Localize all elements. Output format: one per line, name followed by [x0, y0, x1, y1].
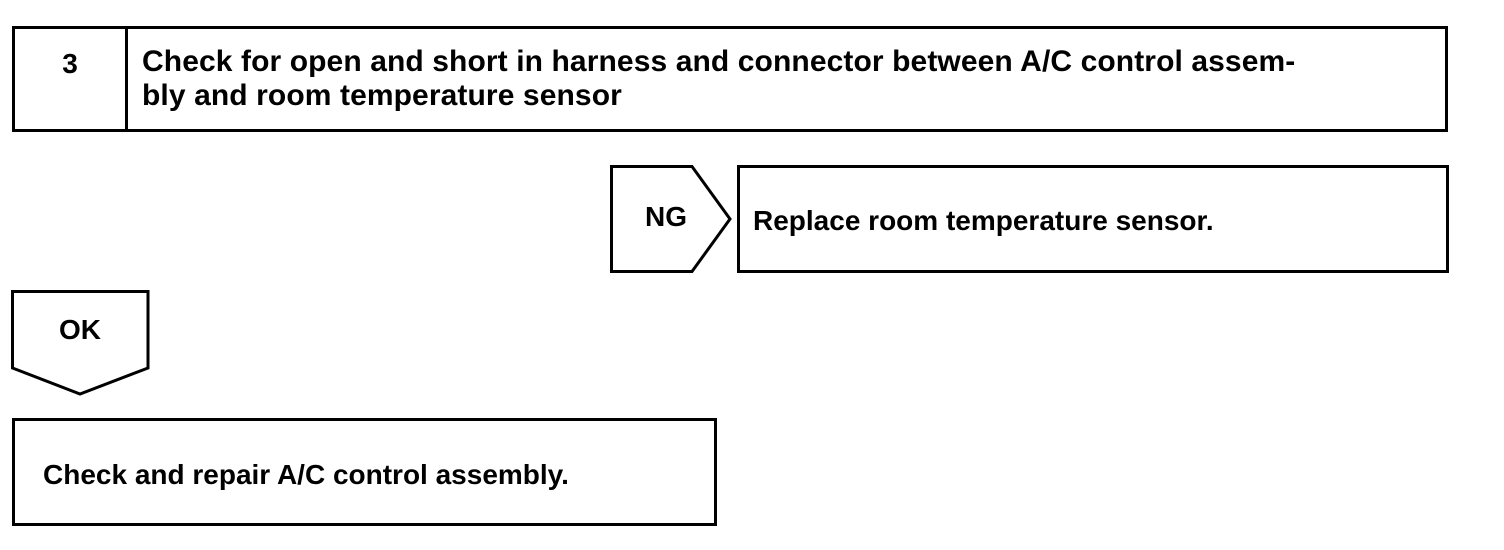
ok-arrow-shape: [11, 290, 150, 396]
ok-label: OK: [59, 314, 101, 345]
step-box: 3 Check for open and short in harness an…: [12, 26, 1448, 132]
ng-result-box: Replace room temperature sensor.: [737, 165, 1449, 273]
step-title-line-1: Check for open and short in harness and …: [142, 45, 1296, 78]
ok-result-box: Check and repair A/C control assembly.: [12, 418, 717, 526]
ng-label: NG: [645, 201, 687, 232]
ng-arrow-shape: [610, 165, 732, 273]
ok-result-text: Check and repair A/C control assembly.: [43, 459, 569, 490]
step-number: 3: [62, 48, 78, 79]
step-number-cell: 3: [15, 29, 128, 129]
ng-result-text: Replace room temperature sensor.: [753, 205, 1214, 236]
step-title-line-2: bly and room temperature sensor: [142, 79, 622, 112]
step-title: Check for open and short in harness and …: [142, 45, 1432, 113]
